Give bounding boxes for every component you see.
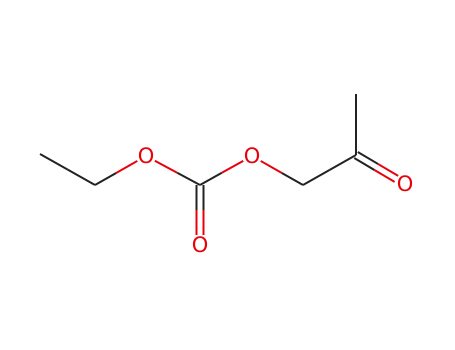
atom-label-o2: O: [192, 233, 209, 257]
bond-c5-o4-1-b: [373, 169, 396, 183]
bond-c3-o3-b: [221, 159, 244, 174]
atoms-layer: O O O O: [138, 144, 414, 257]
bond-c1-c2-b: [67, 168, 96, 186]
bond-c2-o1-a: [94, 172, 117, 186]
bond-c3-o3-a: [199, 172, 223, 186]
atom-label-o3: O: [244, 144, 261, 168]
bond-c5-o4-1-a: [353, 157, 375, 171]
bond-c5-o4-2-a: [357, 151, 379, 165]
atom-label-o1: O: [138, 144, 155, 168]
bonds-layer: [39, 94, 399, 235]
bond-o3-c4-b: [281, 172, 304, 186]
bond-c5-o4-2-b: [377, 163, 399, 177]
bond-c4-c5-a: [302, 169, 330, 186]
bond-c1-c2-a: [39, 153, 68, 171]
bond-c2-o1-b: [115, 160, 138, 174]
bond-o3-c4-a: [260, 160, 283, 174]
atom-label-o4: O: [397, 172, 414, 196]
bond-c4-c5-b: [329, 154, 357, 171]
bond-o1-c3-b: [176, 171, 201, 186]
bond-o1-c3-a: [154, 159, 178, 174]
